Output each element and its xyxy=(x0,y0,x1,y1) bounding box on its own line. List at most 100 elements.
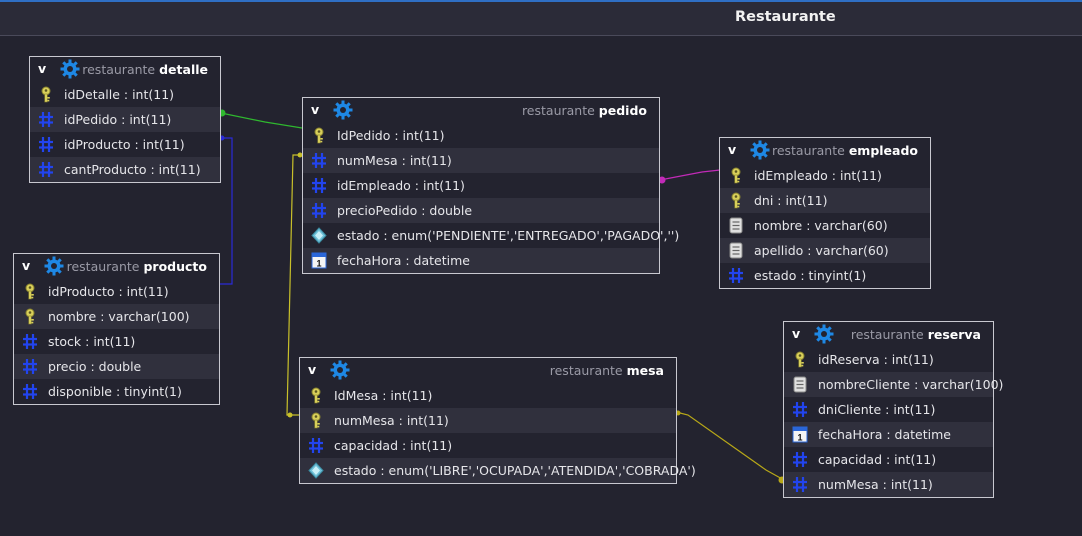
column-row[interactable]: stock : int(11) xyxy=(14,329,219,354)
table-name: mesa xyxy=(626,363,664,378)
key-icon xyxy=(22,283,38,300)
gear-icon xyxy=(60,59,80,79)
column-row[interactable]: nombre : varchar(100) xyxy=(14,304,219,329)
column-label: numMesa : int(11) xyxy=(334,413,449,428)
column-label: precio : double xyxy=(48,359,142,374)
collapse-toggle[interactable]: v xyxy=(308,362,317,377)
schema-name: restaurante xyxy=(549,363,623,378)
hash-icon xyxy=(311,202,327,219)
column-label: nombre : varchar(60) xyxy=(754,218,888,233)
column-row[interactable]: IdPedido : int(11) xyxy=(303,123,659,148)
column-row[interactable]: numMesa : int(11) xyxy=(300,408,676,433)
column-row[interactable]: estado : enum('PENDIENTE','ENTREGADO','P… xyxy=(303,223,679,248)
column-row[interactable]: 1 fechaHora : datetime xyxy=(303,248,659,273)
key-icon xyxy=(22,308,38,325)
hash-icon xyxy=(22,383,38,400)
column-label: estado : enum('LIBRE','OCUPADA','ATENDID… xyxy=(334,463,696,478)
key-icon xyxy=(308,387,324,404)
column-row[interactable]: precioPedido : double xyxy=(303,198,659,223)
column-label: dniCliente : int(11) xyxy=(818,402,936,417)
column-row[interactable]: idEmpleado : int(11) xyxy=(303,173,659,198)
gear-icon xyxy=(750,140,770,160)
table-title: restaurante reserva xyxy=(851,327,981,342)
column-row[interactable]: numMesa : int(11) xyxy=(303,148,659,173)
table-header[interactable]: v restaurante reserva xyxy=(784,322,993,347)
relation-end-dot xyxy=(297,152,303,158)
column-row[interactable]: nombreCliente : varchar(100) xyxy=(784,372,1003,397)
column-row[interactable]: capacidad : int(11) xyxy=(784,447,993,472)
table-empleado[interactable]: v restaurante empleado idEmpleado : int(11… xyxy=(719,137,931,289)
table-header[interactable]: v restaurante mesa xyxy=(300,358,676,383)
column-row[interactable]: capacidad : int(11) xyxy=(300,433,676,458)
column-row[interactable]: apellido : varchar(60) xyxy=(720,238,930,263)
column-row[interactable]: idProducto : int(11) xyxy=(14,279,219,304)
column-label: capacidad : int(11) xyxy=(818,452,937,467)
table-name: empleado xyxy=(848,143,918,158)
column-row[interactable]: idPedido : int(11) xyxy=(30,107,220,132)
collapse-toggle[interactable]: v xyxy=(311,102,320,117)
column-label: nombreCliente : varchar(100) xyxy=(818,377,1004,392)
collapse-toggle[interactable]: v xyxy=(728,142,737,157)
column-row[interactable]: cantProducto : int(11) xyxy=(30,157,220,182)
column-label: idProducto : int(11) xyxy=(48,284,169,299)
svg-text:1: 1 xyxy=(316,259,321,269)
hash-icon xyxy=(38,136,54,153)
hash-icon xyxy=(38,161,54,178)
column-label: IdPedido : int(11) xyxy=(337,128,445,143)
hash-icon xyxy=(792,451,808,468)
column-label: cantProducto : int(11) xyxy=(64,162,201,177)
schema-name: restaurante xyxy=(82,62,156,77)
table-header[interactable]: v restaurante empleado xyxy=(720,138,930,163)
column-row[interactable]: idReserva : int(11) xyxy=(784,347,993,372)
schema-name: restaurante xyxy=(771,143,845,158)
table-header[interactable]: v restaurante pedido xyxy=(303,98,659,123)
gear-icon xyxy=(333,100,353,120)
column-label: idEmpleado : int(11) xyxy=(754,168,882,183)
column-row[interactable]: estado : enum('LIBRE','OCUPADA','ATENDID… xyxy=(300,458,696,483)
calendar-icon: 1 xyxy=(792,426,808,443)
column-label: idProducto : int(11) xyxy=(64,137,185,152)
column-label: stock : int(11) xyxy=(48,334,136,349)
collapse-toggle[interactable]: v xyxy=(792,326,801,341)
relation-end-dot xyxy=(287,412,293,418)
column-label: apellido : varchar(60) xyxy=(754,243,889,258)
column-row[interactable]: dniCliente : int(11) xyxy=(784,397,993,422)
column-row[interactable]: numMesa : int(11) xyxy=(784,472,993,497)
column-row[interactable]: idDetalle : int(11) xyxy=(30,82,220,107)
key-icon xyxy=(311,127,327,144)
table-name: pedido xyxy=(598,103,647,118)
column-label: IdMesa : int(11) xyxy=(334,388,433,403)
column-row[interactable]: nombre : varchar(60) xyxy=(720,213,930,238)
column-label: idReserva : int(11) xyxy=(818,352,934,367)
column-label: dni : int(11) xyxy=(754,193,828,208)
column-row[interactable]: IdMesa : int(11) xyxy=(300,383,676,408)
text-icon xyxy=(792,376,808,393)
collapse-toggle[interactable]: v xyxy=(38,61,47,76)
column-row[interactable]: estado : tinyint(1) xyxy=(720,263,930,288)
column-label: numMesa : int(11) xyxy=(818,477,933,492)
collapse-toggle[interactable]: v xyxy=(22,258,31,273)
table-title: restaurante pedido xyxy=(522,103,647,118)
column-row[interactable]: dni : int(11) xyxy=(720,188,930,213)
key-icon xyxy=(728,192,744,209)
column-label: idPedido : int(11) xyxy=(64,112,172,127)
column-label: idEmpleado : int(11) xyxy=(337,178,465,193)
column-label: fechaHora : datetime xyxy=(337,253,470,268)
column-row[interactable]: idProducto : int(11) xyxy=(30,132,220,157)
table-reserva[interactable]: v restaurante reserva idReserva : int(11) n… xyxy=(783,321,1003,498)
relation-detalle-producto xyxy=(220,137,233,285)
column-row[interactable]: disponible : tinyint(1) xyxy=(14,379,219,404)
table-title: restaurante empleado xyxy=(772,143,918,158)
column-row[interactable]: idEmpleado : int(11) xyxy=(720,163,930,188)
hash-icon xyxy=(792,476,808,493)
column-label: disponible : tinyint(1) xyxy=(48,384,182,399)
schema-name: restaurante xyxy=(850,327,924,342)
column-row[interactable]: precio : double xyxy=(14,354,219,379)
